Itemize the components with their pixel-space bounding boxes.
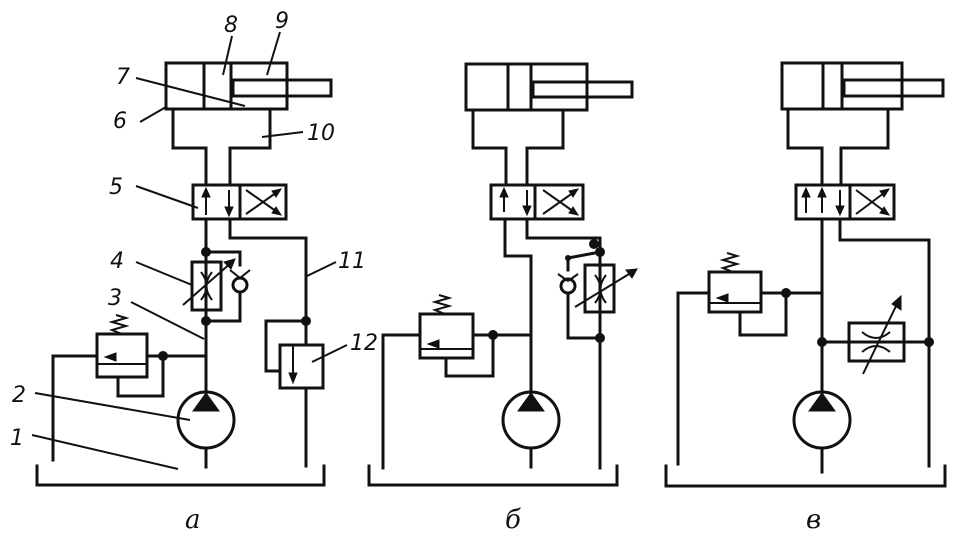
throttle-4-a [182, 256, 236, 322]
bypass-throttle-v [847, 294, 906, 375]
label-1: 1 [10, 426, 24, 451]
cylinder-v [780, 61, 945, 111]
relief-valve-v [676, 252, 824, 466]
pump-a [176, 390, 236, 469]
directional-valve-b [489, 183, 585, 221]
cylinder-b [464, 62, 634, 112]
panel-a: 8 9 7 6 10 5 4 3 11 12 2 1 а [10, 9, 378, 535]
label-12: 12 [350, 331, 378, 356]
pump-b [501, 390, 561, 469]
label-11: 11 [338, 249, 366, 274]
caption-v: в [806, 505, 821, 535]
relief-valve-b [381, 294, 533, 470]
label-10: 10 [307, 121, 335, 146]
label-9: 9 [275, 9, 289, 34]
label-6: 6 [113, 109, 127, 134]
label-8: 8 [224, 13, 238, 38]
back-pressure-valve-a [278, 343, 325, 468]
tank-v [664, 464, 947, 488]
label-4: 4 [110, 249, 124, 274]
check-valve-b [557, 273, 602, 340]
label-7: 7 [116, 65, 130, 90]
panel-b: б [367, 62, 638, 535]
caption-a: а [185, 505, 201, 535]
pump-v [792, 390, 852, 474]
relief-valve-a [51, 314, 208, 462]
panel-v: в [664, 61, 947, 535]
label-2: 2 [12, 383, 26, 408]
directional-valve-v [794, 183, 896, 221]
cylinder-a [164, 61, 333, 111]
tank-a [35, 464, 326, 487]
label-5: 5 [109, 175, 123, 200]
check-valve-a [204, 269, 251, 323]
return-line-a [228, 217, 308, 285]
line-10-left-a [171, 109, 208, 187]
tank-b [367, 464, 619, 487]
directional-valve-a [191, 183, 288, 221]
caption-b: б [505, 505, 521, 535]
line-10-right-a [228, 109, 272, 187]
label-3: 3 [108, 286, 122, 311]
throttle-b [574, 250, 638, 342]
